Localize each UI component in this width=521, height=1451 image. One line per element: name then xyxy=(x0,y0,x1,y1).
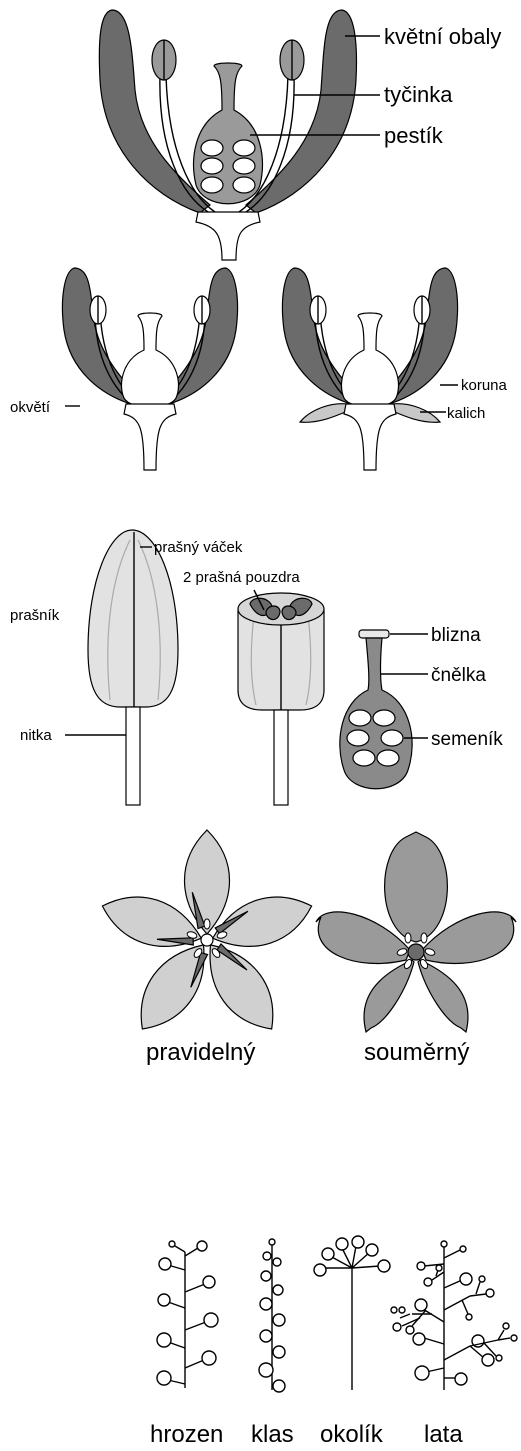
label-blizna: blizna xyxy=(431,625,481,646)
symmetric-flower xyxy=(316,832,516,1032)
pistil-parts xyxy=(340,630,428,789)
label-pestik: pestík xyxy=(384,123,444,148)
label-nitka: nitka xyxy=(20,727,52,744)
label-semenik: semeník xyxy=(431,729,503,750)
perianth-left xyxy=(99,10,210,213)
anther-cross-section xyxy=(238,590,324,805)
receptacle xyxy=(196,212,260,260)
anther-large xyxy=(65,530,178,805)
main-flower xyxy=(99,10,380,260)
label-prasna-pouzdra: 2 prašná pouzdra xyxy=(183,569,300,586)
label-tycinka: tyčinka xyxy=(384,82,453,107)
flower-calyx-corolla xyxy=(282,268,458,470)
label-cnelka: čnělka xyxy=(431,665,486,686)
label-prasnik: prašník xyxy=(10,607,60,624)
caption-lata: lata xyxy=(424,1421,463,1448)
flower-perigon xyxy=(62,268,237,470)
inflorescence-klas xyxy=(259,1239,285,1392)
caption-klas: klas xyxy=(251,1421,294,1448)
label-koruna: koruna xyxy=(461,377,508,394)
label-prasny-vacek: prašný váček xyxy=(154,539,243,556)
label-okveti: okvětí xyxy=(10,399,51,416)
regular-flower xyxy=(93,830,318,1047)
inflorescence-hrozen xyxy=(157,1241,218,1388)
caption-soumerny: souměrný xyxy=(364,1039,469,1066)
label-kalich: kalich xyxy=(447,405,485,422)
caption-okolik: okolík xyxy=(320,1421,384,1448)
caption-hrozen: hrozen xyxy=(150,1421,223,1448)
perianth-right xyxy=(246,10,356,213)
inflorescence-lata xyxy=(391,1241,517,1390)
caption-pravidelny: pravidelný xyxy=(146,1039,255,1066)
label-kvetni-obaly: květní obaly xyxy=(384,24,501,49)
inflorescence-okolik xyxy=(314,1236,390,1390)
